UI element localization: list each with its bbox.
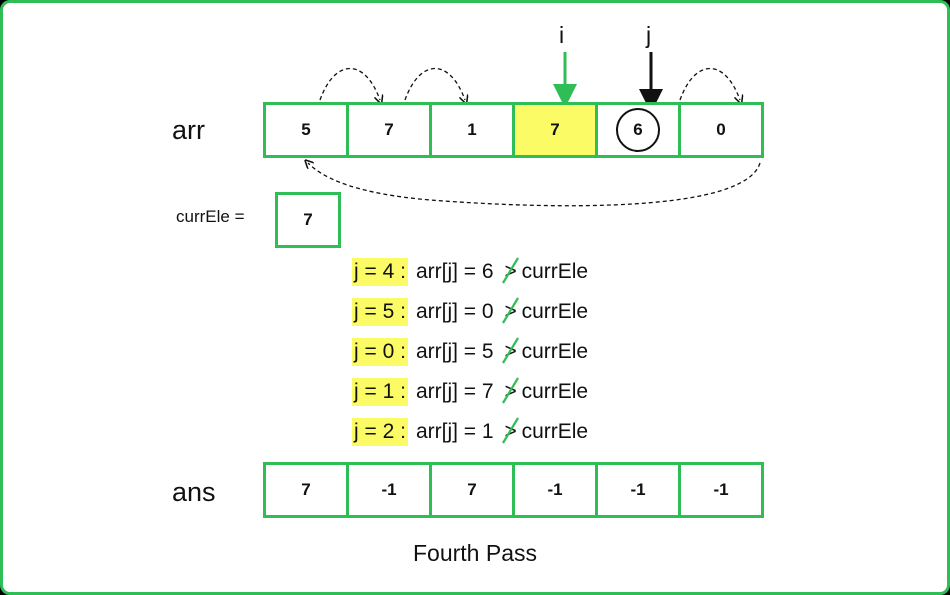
ans-cell-2: 7: [429, 462, 515, 518]
traverse-arc-0-1: [319, 68, 380, 101]
ans-value-0: 7: [301, 480, 311, 499]
ans-value-5: -1: [713, 480, 729, 499]
comparison-j: j = 0 :: [352, 338, 408, 366]
strike-mark-icon: [501, 297, 519, 324]
arr-cell-4-pointer-j: 6: [595, 102, 681, 158]
ans-cell-4: -1: [595, 462, 681, 518]
arr-value-1: 7: [384, 120, 394, 139]
comparison-rhs: currEle: [521, 380, 589, 403]
comparison-rhs: currEle: [521, 340, 589, 363]
arr-row: 5 7 1 7 6 0: [263, 102, 764, 158]
curr-ele-value: 7: [303, 210, 313, 229]
comparison-row: j = 2 : arr[j] = 1 > currEle: [352, 412, 588, 452]
comparison-expr: arr[j] = 0: [415, 300, 494, 323]
comparison-row: j = 4 : arr[j] = 6 > currEle: [352, 252, 588, 292]
traverse-arc-1-2: [404, 68, 465, 101]
comparison-expr: arr[j] = 5: [415, 340, 494, 363]
arr-value-4: 6: [633, 120, 643, 139]
ans-value-3: -1: [547, 480, 563, 499]
ans-value-4: -1: [630, 480, 646, 499]
comparison-rhs: currEle: [521, 260, 589, 283]
pointer-j-label: j: [646, 22, 652, 48]
not-greater-symbol: >: [501, 257, 520, 284]
strike-mark-icon: [501, 417, 519, 444]
arr-value-5: 0: [716, 120, 726, 139]
comparison-j: j = 2 :: [352, 418, 408, 446]
ans-label: ans: [172, 477, 216, 507]
arr-value-2: 1: [467, 120, 477, 139]
strike-mark-icon: [501, 257, 519, 284]
arr-cell-5: 0: [678, 102, 764, 158]
curr-ele-label: currEle =: [176, 207, 245, 226]
comparison-expr: arr[j] = 1: [415, 420, 494, 443]
ans-cell-0: 7: [263, 462, 349, 518]
ans-cell-3: -1: [512, 462, 598, 518]
comparison-expr: arr[j] = 6: [415, 260, 494, 283]
ans-row: 7 -1 7 -1 -1 -1: [263, 462, 764, 518]
comparison-row: j = 5 : arr[j] = 0 > currEle: [352, 292, 588, 332]
ans-cell-5: -1: [678, 462, 764, 518]
comparison-j: j = 1 :: [352, 378, 408, 406]
comparison-list: j = 4 : arr[j] = 6 > currEle j = 5 : arr…: [352, 252, 588, 452]
comparison-j: j = 4 :: [352, 258, 408, 286]
not-greater-symbol: >: [501, 417, 520, 444]
arr-cell-1: 7: [346, 102, 432, 158]
ans-value-1: -1: [381, 480, 397, 499]
arr-label: arr: [172, 115, 205, 145]
strike-mark-icon: [501, 377, 519, 404]
arr-value-0: 5: [301, 120, 311, 139]
not-greater-symbol: >: [501, 337, 520, 364]
comparison-expr: arr[j] = 7: [415, 380, 494, 403]
traverse-arc-4-5: [679, 68, 740, 101]
comparison-row: j = 0 : arr[j] = 5 > currEle: [352, 332, 588, 372]
current-j-circle: 6: [616, 108, 660, 152]
diagram-caption: Fourth Pass: [413, 540, 537, 566]
not-greater-symbol: >: [501, 297, 520, 324]
comparison-rhs: currEle: [521, 300, 589, 323]
ans-cell-1: -1: [346, 462, 432, 518]
ans-value-2: 7: [467, 480, 477, 499]
arr-cell-3-current: 7: [512, 102, 598, 158]
wrap-around-arc: [308, 163, 761, 207]
strike-mark-icon: [501, 337, 519, 364]
curr-ele-box: 7: [275, 192, 341, 248]
comparison-rhs: currEle: [521, 420, 589, 443]
arr-value-3: 7: [550, 120, 560, 139]
comparison-row: j = 1 : arr[j] = 7 > currEle: [352, 372, 588, 412]
arr-cell-0: 5: [263, 102, 349, 158]
pointer-i-label: i: [559, 22, 565, 48]
not-greater-symbol: >: [501, 377, 520, 404]
comparison-j: j = 5 :: [352, 298, 408, 326]
arr-cell-2: 1: [429, 102, 515, 158]
